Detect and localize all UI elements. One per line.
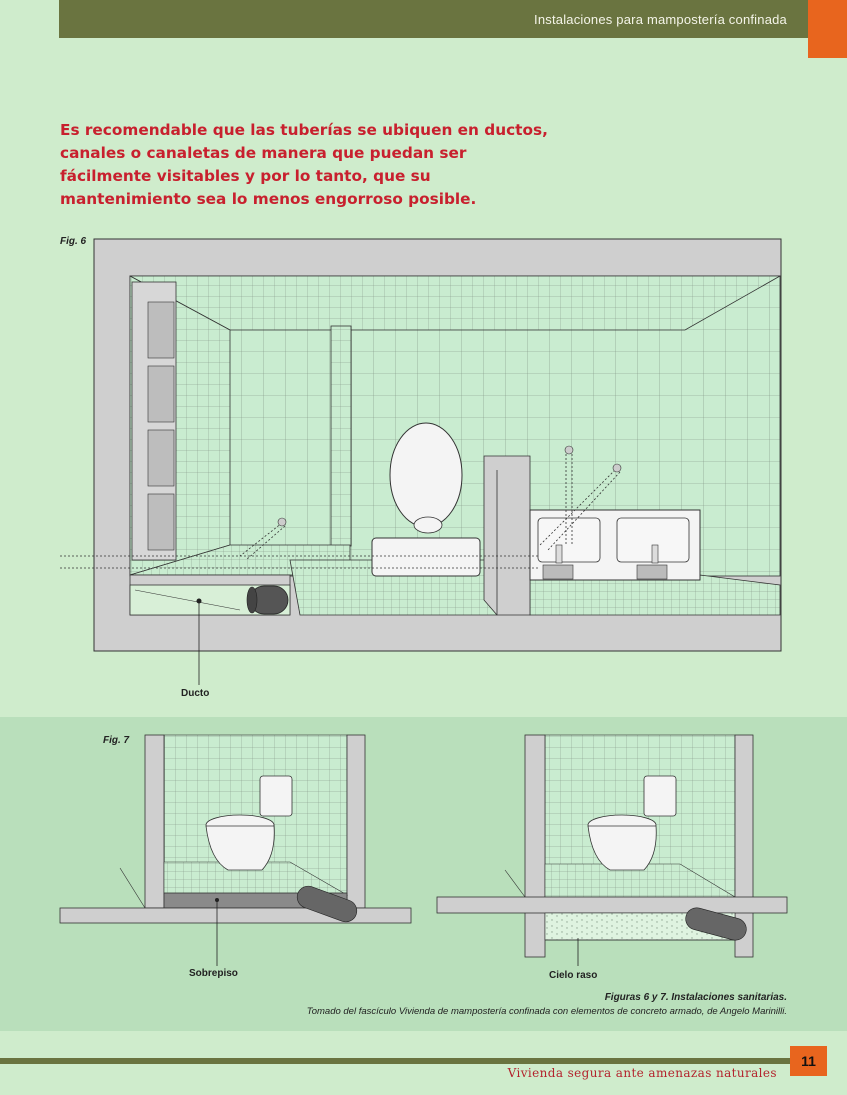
fig7-label: Fig. 7 — [103, 735, 130, 746]
fig7-callout-cielo-raso: Cielo raso — [549, 970, 598, 981]
figure-7-left-drawing — [59, 734, 412, 966]
figure-6-drawing — [60, 238, 782, 685]
orange-tab — [808, 0, 847, 58]
lead-text: Es recomendable que las tuberías se ubiq… — [60, 121, 548, 208]
fig7-callout-sobrepiso: Sobrepiso — [189, 968, 238, 979]
footer-line — [0, 1058, 790, 1064]
page-number: 11 — [790, 1046, 827, 1076]
figure-7-right-drawing — [436, 734, 788, 966]
caption-title: Figuras 6 y 7. Instalaciones sanitarias. — [604, 992, 787, 1003]
fig6-label: Fig. 6 — [60, 236, 87, 247]
footer-title: Vivienda segura ante amenazas naturales — [507, 1066, 777, 1080]
header-title: Instalaciones para mampostería confinada — [534, 12, 787, 27]
header-bar: Instalaciones para mampostería confinada — [59, 0, 827, 38]
caption-source: Tomado del fascículo Vivienda de mampost… — [306, 1006, 787, 1017]
fig6-callout-ducto: Ducto — [181, 688, 210, 699]
